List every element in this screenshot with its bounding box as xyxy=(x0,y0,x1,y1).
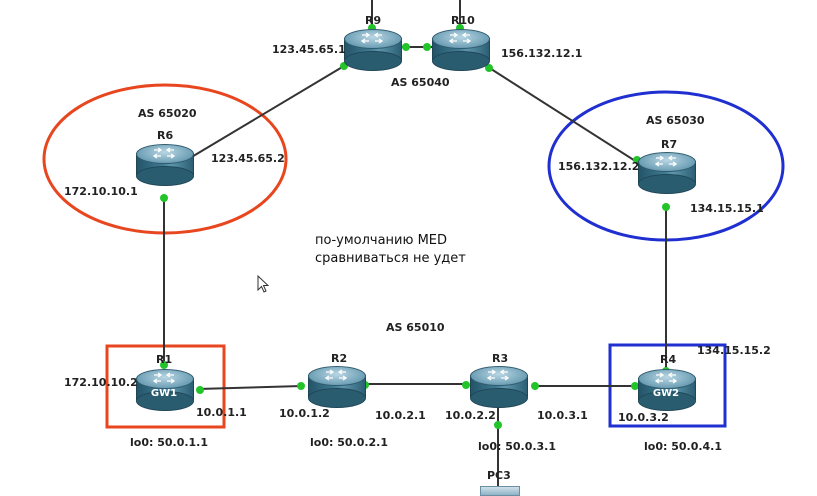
as65010-label: AS 65010 xyxy=(386,321,445,334)
link-r10-r7 xyxy=(487,66,641,165)
port-dot xyxy=(531,382,539,390)
router-r3[interactable] xyxy=(470,366,528,408)
router-arrows-icon xyxy=(654,372,678,384)
med-note-line2: сравниваться не удет xyxy=(315,251,466,266)
router-name-r3: R3 xyxy=(492,352,509,365)
med-note-line1: по-умолчанию MED xyxy=(315,233,448,248)
gw2-badge: GW2 xyxy=(652,388,680,399)
ip-label: 10.0.2.1 xyxy=(375,409,426,422)
port-dot xyxy=(160,194,168,202)
as65020-label: AS 65020 xyxy=(138,107,197,120)
ip-label: 134.15.15.1 xyxy=(690,202,764,215)
router-name-r2: R2 xyxy=(331,352,348,365)
loopback-label: lo0: 50.0.1.1 xyxy=(130,436,209,449)
router-name-r1: R1 xyxy=(156,353,173,366)
router-r2[interactable] xyxy=(308,366,366,408)
router-name-r10: R10 xyxy=(451,14,475,27)
port-dot xyxy=(631,382,639,390)
loopback-label: lo0: 50.0.4.1 xyxy=(644,440,723,453)
ip-label: 10.0.1.2 xyxy=(279,407,330,420)
links xyxy=(163,0,667,486)
router-r7[interactable] xyxy=(638,152,696,194)
router-name-r9: R9 xyxy=(365,14,382,27)
router-name-r4: R4 xyxy=(660,353,677,366)
as65040-label: AS 65040 xyxy=(391,76,450,89)
ip-label: 156.132.12.2 xyxy=(558,160,640,173)
port-dot xyxy=(485,64,493,72)
loopback-label: lo0: 50.0.2.1 xyxy=(310,436,389,449)
port-dot xyxy=(196,386,204,394)
as65030-label: AS 65030 xyxy=(646,114,705,127)
router-name-r6: R6 xyxy=(157,129,174,142)
router-r9[interactable] xyxy=(344,29,402,71)
ip-label: 134.15.15.2 xyxy=(697,344,771,357)
router-arrows-icon xyxy=(324,369,348,381)
port-dot xyxy=(297,382,305,390)
router-arrows-icon xyxy=(360,32,384,44)
pc-name-pc3: PC3 xyxy=(487,469,511,482)
router-r1-gw1[interactable]: GW1 xyxy=(136,369,194,411)
router-name-r7: R7 xyxy=(661,138,678,151)
ip-label: 156.132.12.1 xyxy=(501,47,583,60)
port-dot xyxy=(402,43,410,51)
port-dot xyxy=(160,361,168,369)
port-dot xyxy=(423,43,431,51)
mouse-cursor-icon xyxy=(257,275,269,293)
link-r9-r6 xyxy=(189,65,345,159)
router-arrows-icon xyxy=(152,147,176,159)
port-dot xyxy=(662,203,670,211)
link-r1-r2 xyxy=(197,385,303,390)
ip-label: 10.0.2.2 xyxy=(445,409,496,422)
ip-label: 123.45.65.2 xyxy=(211,152,285,165)
router-arrows-icon xyxy=(152,372,176,384)
ip-label: 10.0.3.2 xyxy=(618,411,669,424)
gw1-badge: GW1 xyxy=(150,388,178,399)
ip-label: 123.45.65.1 xyxy=(272,43,346,56)
port-dot xyxy=(462,381,470,389)
ip-label: 172.10.10.1 xyxy=(64,185,138,198)
router-r10[interactable] xyxy=(432,29,490,71)
router-r4-gw2[interactable]: GW2 xyxy=(638,369,696,411)
ip-label: 10.0.3.1 xyxy=(537,409,588,422)
loopback-label: lo0: 50.0.3.1 xyxy=(478,440,557,453)
ip-label: 10.0.1.1 xyxy=(196,406,247,419)
router-arrows-icon xyxy=(448,32,472,44)
port-dot xyxy=(494,421,502,429)
gw1-highlight-box xyxy=(105,344,226,429)
router-arrows-icon xyxy=(654,155,678,167)
pc3-device[interactable] xyxy=(480,486,520,496)
ip-label: 172.10.10.2 xyxy=(64,376,138,389)
router-arrows-icon xyxy=(486,369,510,381)
router-r6[interactable] xyxy=(136,144,194,186)
